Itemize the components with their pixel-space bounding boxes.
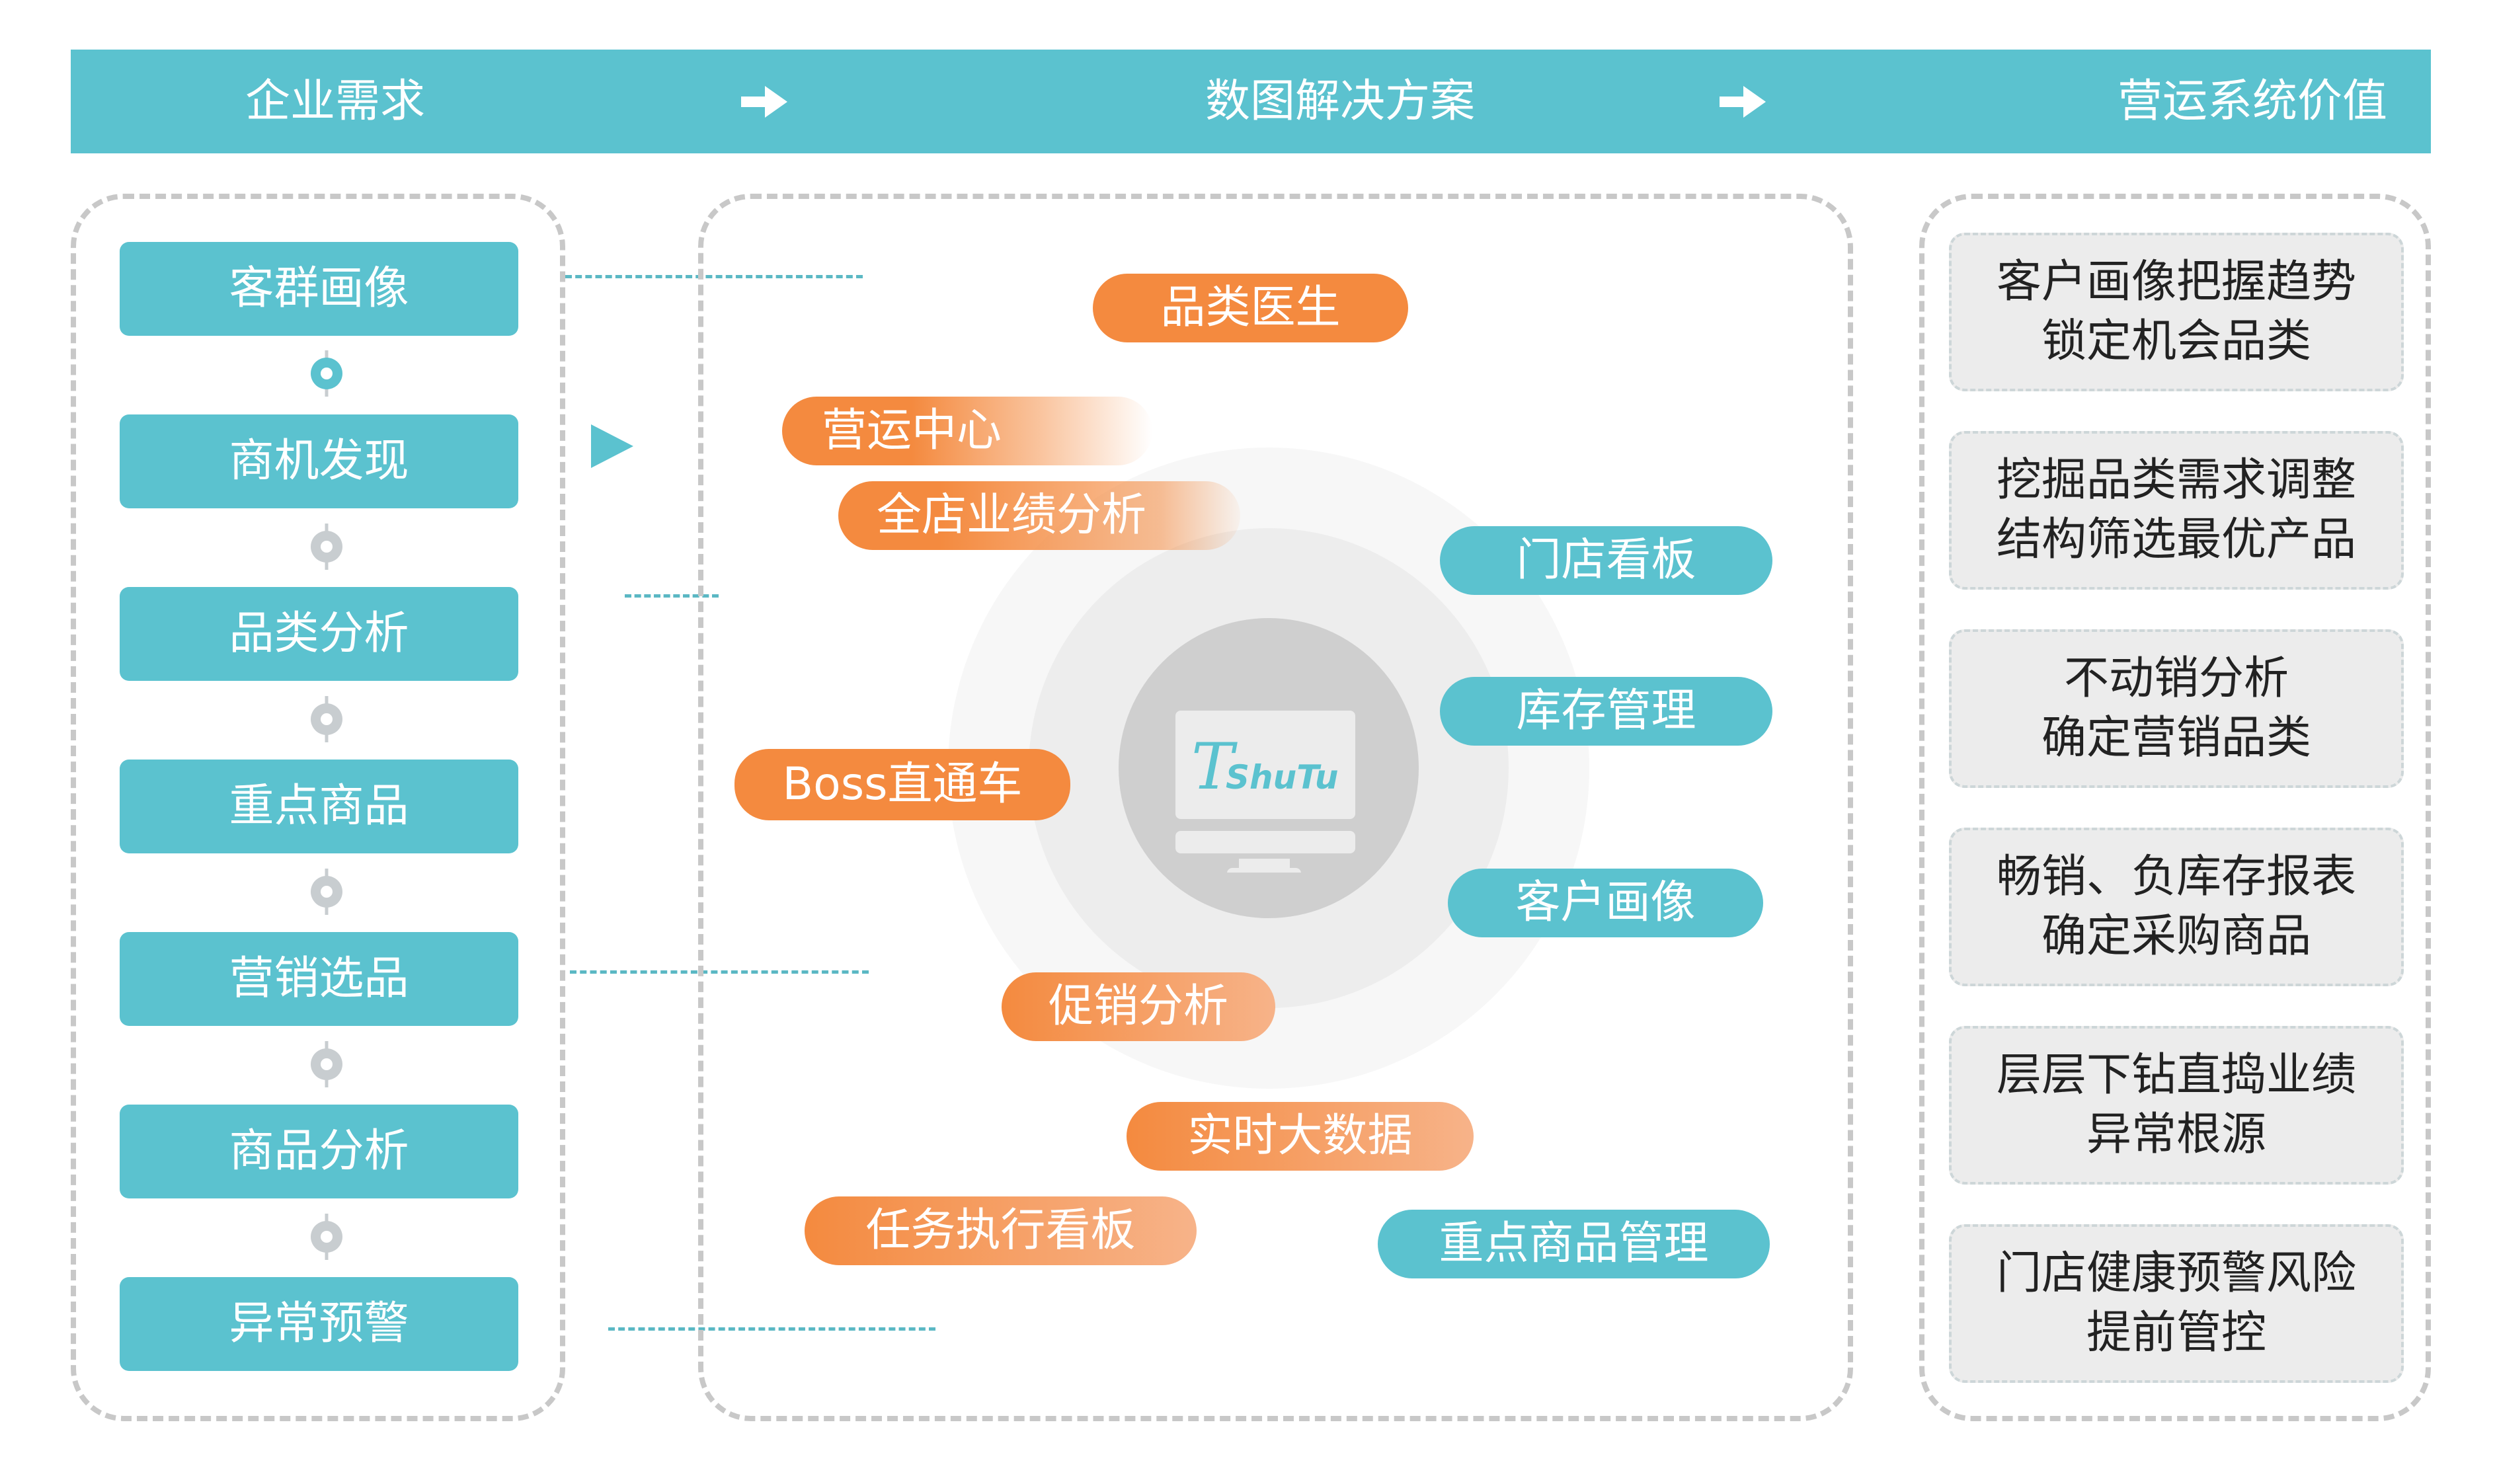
value-card: 畅销、负库存报表 确定采购商品 [1949,828,2404,986]
value-card: 客户画像把握趋势 锁定机会品类 [1949,233,2404,391]
value-card: 层层下钻直捣业绩 异常根源 [1949,1026,2404,1185]
value-line: 确定采购商品 [2041,910,2311,962]
header-title-solutions: 数图解决方案 [1205,75,1475,128]
values-panel [1919,194,2431,1421]
right-arrow-icon [1720,86,1766,118]
module-pill[interactable]: 品类医生 [1093,274,1408,342]
value-line: 挖掘品类需求调整 [1996,454,2356,506]
module-pill[interactable]: 库存管理 [1440,677,1772,746]
solutions-panel [698,194,1853,1421]
monitor-logo-icon: T ShuTu [1175,711,1355,873]
dashed-connector [565,275,863,278]
value-line: 门店健康预警风险 [1996,1247,2356,1300]
dashed-connector [570,970,869,974]
value-line: 畅销、负库存报表 [1996,851,2356,903]
value-line: 不动销分析 [2063,652,2289,705]
logo-initial: T [1191,730,1238,804]
module-pill[interactable]: 任务执行看板 [805,1196,1197,1265]
requirement-item[interactable]: 商品分析 [120,1105,518,1198]
value-line: 层层下钻直捣业绩 [1996,1049,2356,1101]
header-title-requirements: 企业需求 [245,75,425,128]
right-arrow-icon [741,86,787,118]
requirement-item[interactable]: 营销选品 [120,932,518,1026]
module-pill[interactable]: 全店业绩分析 [838,481,1240,550]
connector-node-icon [311,869,342,915]
value-line: 异常根源 [2086,1109,2266,1161]
requirement-item[interactable]: 商机发现 [120,414,518,508]
requirement-item[interactable]: 重点商品 [120,760,518,853]
requirement-item[interactable]: 客群画像 [120,242,518,336]
module-pill[interactable]: Boss直通车 [734,749,1070,820]
module-pill[interactable]: 门店看板 [1440,526,1772,595]
connector-node-icon [311,696,342,742]
value-line: 结构筛选最优产品 [1996,514,2356,566]
module-pill[interactable]: 促销分析 [1002,972,1275,1041]
connector-node-icon [311,524,342,570]
requirements-panel [71,194,565,1421]
value-card: 不动销分析 确定营销品类 [1949,629,2404,788]
logo-text: ShuTu [1226,758,1338,797]
value-card: 门店健康预警风险 提前管控 [1949,1224,2404,1383]
value-card: 挖掘品类需求调整 结构筛选最优产品 [1949,431,2404,590]
value-line: 客户画像把握趋势 [1996,256,2356,308]
connector-node-icon [311,1214,342,1260]
value-line: 锁定机会品类 [2041,315,2311,368]
requirement-item[interactable]: 异常预警 [120,1277,518,1371]
requirement-item[interactable]: 品类分析 [120,587,518,681]
play-triangle-icon [591,424,633,468]
value-line: 提前管控 [2086,1307,2266,1359]
value-line: 确定营销品类 [2041,712,2311,764]
header-title-values: 营运系统价值 [2117,75,2387,128]
module-pill[interactable]: 重点商品管理 [1378,1210,1770,1278]
module-pill[interactable]: 实时大数据 [1127,1102,1474,1171]
dashed-connector [625,594,719,598]
header-bar: 企业需求 数图解决方案 营运系统价值 [71,50,2431,153]
connector-node-icon [311,1041,342,1087]
module-pill[interactable]: 客户画像 [1448,869,1763,937]
dashed-connector [608,1327,935,1331]
connector-node-icon [311,350,342,397]
module-pill[interactable]: 营运中心 [782,397,1152,465]
